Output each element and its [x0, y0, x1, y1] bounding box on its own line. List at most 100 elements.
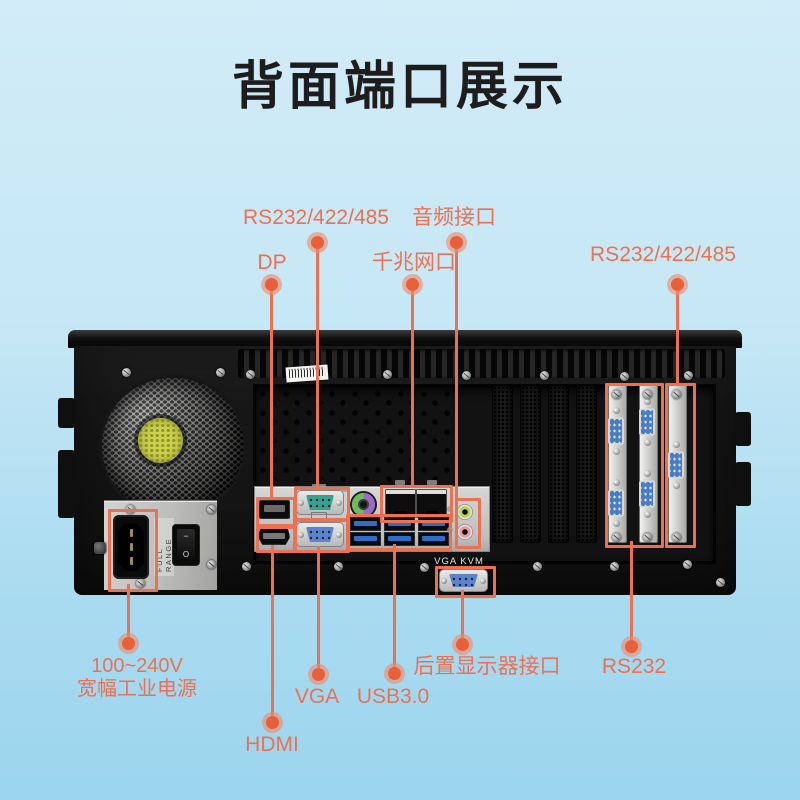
jack-screw: [480, 577, 486, 584]
callout-line: [630, 541, 633, 647]
screw: [612, 390, 621, 399]
screw: [672, 390, 681, 399]
slot-cover-mesh: [492, 385, 513, 543]
jack-screw: [298, 531, 304, 538]
callout-dot: [671, 278, 684, 291]
power-pin: [129, 529, 133, 537]
page-title: 背面端口展示: [231, 58, 568, 116]
callout-dot: [312, 668, 325, 681]
power-switch-rocker[interactable]: − O: [177, 529, 195, 561]
callout-box-lan: [380, 485, 453, 523]
serial-card-db9: [607, 479, 625, 527]
slot-cover-mesh: [520, 385, 541, 543]
label-usb: USB3.0: [356, 685, 430, 708]
screw: [136, 579, 145, 588]
chassis-top-lip: [68, 330, 742, 348]
label-power-type: 宽幅工业电源: [77, 678, 197, 700]
jack-screw: [336, 531, 342, 538]
callout-line: [411, 288, 414, 486]
screw: [242, 562, 251, 571]
label-audio: 音频接口: [412, 206, 496, 229]
vga-kvm-port: [439, 569, 488, 592]
lan-icon: [395, 480, 405, 485]
chassis-left-tab: [58, 398, 75, 428]
vga-kvm-face: [449, 574, 478, 587]
screw: [684, 371, 693, 380]
serial-card-db9: [638, 398, 656, 446]
label-rear-display: 后置显示器接口: [413, 655, 561, 678]
screw: [334, 562, 343, 571]
screw: [246, 370, 255, 379]
callout-line: [270, 288, 273, 498]
fan-hub-sticker: [138, 418, 183, 463]
callout-line: [455, 246, 458, 500]
lan-icon: [427, 480, 437, 485]
label-dp: DP: [257, 251, 287, 274]
label-hdmi: HDMI: [245, 733, 299, 756]
label-rs485-left: RS232/422/485: [243, 206, 389, 229]
screw: [207, 505, 216, 514]
callout-line: [461, 590, 464, 645]
callout-box-serial-cards: [605, 383, 664, 548]
ps2-port: [352, 493, 375, 516]
slot-cover-mesh: [548, 385, 569, 543]
callout-dot: [122, 637, 135, 650]
displayport-tongue: [264, 505, 285, 512]
chassis-right-tab: [735, 412, 751, 446]
callout-box-power: [108, 509, 158, 592]
vga-face: [306, 527, 334, 542]
vga-port: [296, 522, 344, 547]
switch-off-mark: O: [182, 550, 190, 559]
hdmi-tongue: [263, 533, 285, 539]
callout-line: [271, 545, 274, 723]
lineout-jack: [457, 504, 473, 520]
power-pin: [129, 543, 133, 551]
callout-dot: [406, 278, 419, 291]
serial-card-db9: [638, 470, 656, 518]
chassis-right-tab: [735, 462, 751, 506]
screw: [383, 370, 392, 379]
chassis-left-tab: [58, 450, 75, 518]
callout-box-serial-card2: [665, 383, 696, 548]
screw: [716, 578, 725, 587]
switch-on-mark: −: [183, 531, 189, 541]
jack-screw: [298, 499, 304, 506]
serial-icon: [312, 484, 326, 488]
callout-box-audio: [455, 498, 481, 549]
callout-box-hdmi: [256, 526, 296, 553]
screw: [683, 560, 692, 569]
callout-box-kvm: [435, 566, 496, 598]
callout-box-vga: [294, 519, 350, 553]
jack-screw: [441, 577, 447, 584]
barcode-sticker: [285, 364, 329, 383]
callout-line: [317, 546, 320, 675]
screw: [620, 372, 629, 381]
db9-face: [608, 489, 624, 517]
callout-dot: [311, 236, 324, 249]
callout-dot: [456, 638, 469, 651]
label-rs485-right: RS232/422/485: [590, 243, 736, 266]
db9-face: [608, 417, 624, 445]
ethernet-port: [416, 489, 447, 518]
power-switch[interactable]: − O: [172, 524, 200, 566]
label-power-voltage: 100~240V: [91, 655, 183, 677]
serial-card-db9: [667, 441, 685, 489]
serial-card-db9: [607, 407, 625, 455]
fan-grille: [102, 378, 244, 514]
screw: [643, 390, 652, 399]
displayport-port: [259, 500, 290, 519]
screw: [540, 371, 549, 380]
jack-screw: [336, 499, 342, 506]
label-vga: VGA: [294, 685, 340, 708]
vent-hole-field: [260, 391, 458, 484]
db9-face: [639, 408, 655, 436]
mic-jack: [457, 524, 473, 540]
screw: [612, 533, 621, 542]
screw: [207, 560, 216, 569]
callout-dot: [450, 236, 463, 249]
callout-box-dp: [256, 497, 296, 527]
screw: [420, 563, 429, 572]
screw: [216, 368, 225, 377]
callout-dot: [625, 640, 638, 653]
